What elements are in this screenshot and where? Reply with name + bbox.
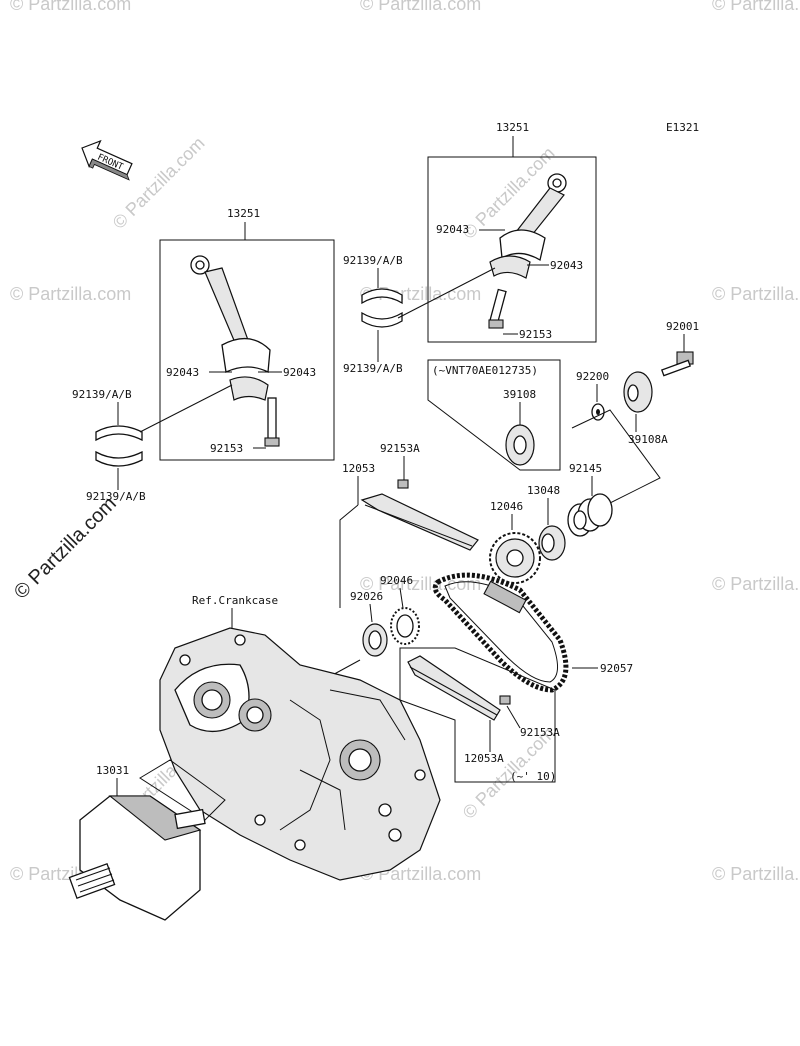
part-label: 92139/A/B xyxy=(343,254,403,267)
part-label: 39108A xyxy=(628,433,668,446)
part-label: 12053 xyxy=(342,462,375,475)
spring xyxy=(567,493,613,537)
watermark: © Partzilla.com xyxy=(712,864,800,884)
part-label: 92153A xyxy=(380,442,420,455)
part-label: 92043 xyxy=(550,259,583,272)
bearing-insert xyxy=(95,425,143,467)
diagram-id: E1321 xyxy=(666,121,699,134)
watermark: © Partzilla.com xyxy=(10,0,131,14)
part-label: 92046 xyxy=(380,574,413,587)
part-label: 92153A xyxy=(520,726,560,739)
part-label: 92043 xyxy=(436,223,469,236)
right-connecting-rod-group: 13251 92043 92043 92153 92139/A/B 92139/… xyxy=(343,121,597,375)
watermark: © Partzilla.com xyxy=(360,0,481,14)
part-label: 92139/A/B xyxy=(86,490,146,503)
watermark: © Partzilla.com xyxy=(360,574,481,594)
part-label: 92001 xyxy=(666,320,699,333)
watermark: © Partzilla.com xyxy=(109,133,209,233)
bolt xyxy=(660,351,694,377)
serial-note-group: (~VNT70AE012735) 39108 xyxy=(427,359,561,471)
connecting-rod xyxy=(488,173,567,329)
part-label: 92057 xyxy=(600,662,633,675)
part-label: 92043 xyxy=(166,366,199,379)
watermark: © Partzilla.com xyxy=(712,284,800,304)
part-label: 92153 xyxy=(519,328,552,341)
part-label: 12046 xyxy=(490,500,523,513)
part-group-box xyxy=(427,156,597,343)
part-label: 13251 xyxy=(496,121,529,134)
connecting-rod xyxy=(190,255,280,447)
washers: 92046 92026 xyxy=(304,574,420,691)
watermark: © Partzilla.com xyxy=(712,0,800,14)
part-group-box xyxy=(427,359,561,471)
drive-chain: 92057 xyxy=(432,572,633,693)
crank-shaft-spline xyxy=(68,862,116,900)
part-label: 13031 xyxy=(96,764,129,777)
part-label: 92145 xyxy=(569,462,602,475)
part-label: 39108 xyxy=(503,388,536,401)
watermark: © Partzilla.com xyxy=(360,284,481,304)
part-label: 92026 xyxy=(350,590,383,603)
watermark: © Partzilla.com xyxy=(10,284,131,304)
right-side-parts: 92001 39108A 92200 92145 13048 xyxy=(489,320,699,584)
bearing-insert xyxy=(361,288,403,328)
part-label: 13048 xyxy=(527,484,560,497)
washer xyxy=(591,403,605,421)
front-arrow-icon: FRONT xyxy=(81,139,133,181)
part-label: 92043 xyxy=(283,366,316,379)
chain-guide-lower: 92153A 12053A (~' 10) xyxy=(399,647,560,783)
thrust-washer xyxy=(362,623,388,657)
part-group-box xyxy=(159,239,335,461)
part-group-box xyxy=(399,647,556,783)
watermark-large: © Partzilla.com xyxy=(10,493,121,604)
serial-note: (~VNT70AE012735) xyxy=(432,364,538,377)
part-label: 12053A xyxy=(464,752,504,765)
watermark: © Partzilla.com xyxy=(712,574,800,594)
bearing-cap xyxy=(505,424,535,466)
gear-hub xyxy=(538,525,566,561)
part-label: 92200 xyxy=(576,370,609,383)
part-label: 92139/A/B xyxy=(72,388,132,401)
crankshaft: 13031 xyxy=(68,759,226,921)
needle-bearing xyxy=(390,607,420,645)
part-group-box xyxy=(139,759,226,821)
part-label: 92139/A/B xyxy=(343,362,403,375)
left-connecting-rod-group: 13251 92043 92043 92153 92139/A/B 92139/… xyxy=(72,207,335,503)
crankcase: Ref.Crankcase xyxy=(159,594,441,881)
bearing-cap xyxy=(623,371,653,413)
reference-label: Ref.Crankcase xyxy=(192,594,278,607)
part-label: 13251 xyxy=(227,207,260,220)
sprocket xyxy=(489,532,541,584)
part-label: 92153 xyxy=(210,442,243,455)
watermark: © Partzilla.com xyxy=(459,143,559,243)
chain-guide-upper: 12053 92153A xyxy=(339,442,479,608)
year-note: (~' 10) xyxy=(510,770,556,783)
